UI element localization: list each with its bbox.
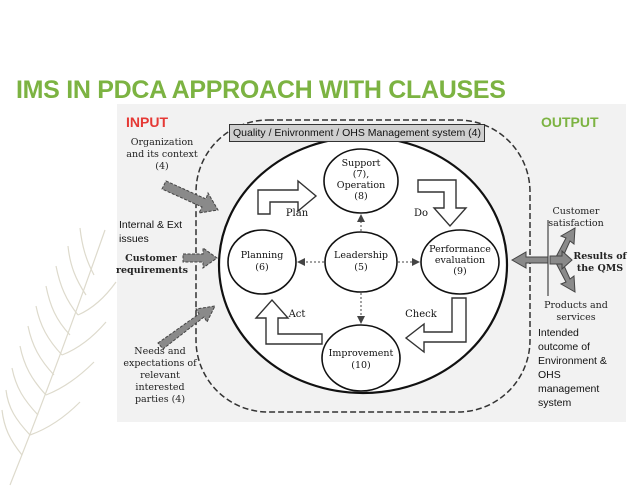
input-customer-requirements: Customer requirements	[116, 253, 188, 277]
organization-line-2: (4)	[155, 161, 169, 172]
output-customer-satisfaction: Customer satisfaction	[536, 206, 616, 230]
phase-plan-label: Plan	[286, 208, 309, 219]
intended-line-1: outcome of	[538, 341, 590, 353]
output-results: Results of the QMS	[572, 251, 628, 275]
do-arrow-icon	[417, 179, 468, 228]
intended-line-5: system	[538, 397, 572, 409]
internal-ext-line-1: issues	[119, 233, 149, 245]
needs-line-0: Needs and	[134, 346, 186, 357]
output-products: Products and services	[534, 300, 618, 324]
support-node	[323, 148, 399, 214]
needs-line-2: relevant	[140, 370, 180, 381]
customer-req-line-1: requirements	[116, 265, 188, 276]
organization-line-1: and its context	[126, 149, 198, 160]
support-line-1: (7),	[353, 169, 369, 180]
plan-arrow-icon	[257, 179, 318, 215]
support-line-3: (8)	[354, 191, 367, 202]
results-line-1: the QMS	[576, 263, 624, 274]
act-arrow-icon	[254, 298, 323, 345]
customer-req-line-0: Customer	[125, 253, 177, 264]
planning-node	[227, 229, 297, 295]
performance-line-2: (9)	[453, 266, 466, 277]
results-line-0: Results of	[573, 251, 627, 262]
input-organization: Organization and its context (4)	[118, 137, 206, 173]
support-line-0: Support	[342, 158, 381, 169]
planning-line-1: (6)	[255, 262, 268, 273]
intended-line-4: management	[538, 383, 600, 395]
products-line-0: Products and	[544, 300, 608, 311]
output-arrows	[510, 227, 576, 293]
cust-sat-line-1: satisfaction	[548, 218, 604, 229]
performance-line-0: Performance	[429, 244, 491, 255]
improvement-line-1: (10)	[351, 360, 371, 371]
phase-check-label: Check	[405, 309, 438, 320]
input-arrow-customer-icon	[182, 247, 218, 269]
output-intended: Intended outcome of Environment & OHS ma…	[538, 326, 624, 410]
input-header: INPUT	[126, 114, 168, 130]
phase-do-label: Do	[414, 208, 428, 219]
performance-line-1: evaluation	[435, 255, 485, 266]
needs-line-3: interested	[135, 382, 185, 393]
intended-line-2: Environment &	[538, 355, 607, 367]
needs-line-1: expectations of	[123, 358, 197, 369]
input-internal-ext: Internal & Ext issues	[119, 218, 199, 246]
input-arrow-org-icon	[161, 180, 219, 214]
leadership-line-1: (5)	[354, 262, 367, 273]
needs-line-4: parties (4)	[134, 394, 186, 405]
phase-act-label: Act	[288, 309, 306, 320]
support-line-2: Operation	[337, 180, 385, 191]
intended-line-0: Intended	[538, 327, 579, 339]
leadership-line-0: Leadership	[334, 250, 388, 261]
organization-line-0: Organization	[130, 137, 194, 148]
input-needs: Needs and expectations of relevant inter…	[116, 346, 204, 406]
slide-title: IMS IN PDCA APPROACH WITH CLAUSES	[16, 76, 506, 104]
leadership-node	[324, 231, 398, 293]
system-boundary	[195, 119, 531, 413]
output-header: OUTPUT	[541, 114, 599, 130]
input-arrow-needs-icon	[157, 305, 216, 350]
check-arrow-icon	[404, 297, 467, 354]
input-arrows	[157, 180, 219, 350]
cust-sat-line-0: Customer	[552, 206, 600, 217]
output-arrow-right-icon	[549, 249, 573, 271]
planning-line-0: Planning	[241, 250, 284, 261]
feather-decoration-icon	[1, 227, 117, 486]
improvement-line-0: Improvement	[329, 348, 394, 359]
system-label: Quality / Enivronment / OHS Management s…	[229, 124, 486, 142]
pdca-arrows	[254, 179, 468, 354]
leadership-connectors	[297, 214, 420, 324]
performance-node	[420, 229, 500, 295]
improvement-node	[321, 324, 401, 392]
products-line-1: services	[556, 312, 596, 323]
intended-line-3: OHS	[538, 369, 561, 381]
internal-ext-line-0: Internal & Ext	[119, 219, 183, 231]
